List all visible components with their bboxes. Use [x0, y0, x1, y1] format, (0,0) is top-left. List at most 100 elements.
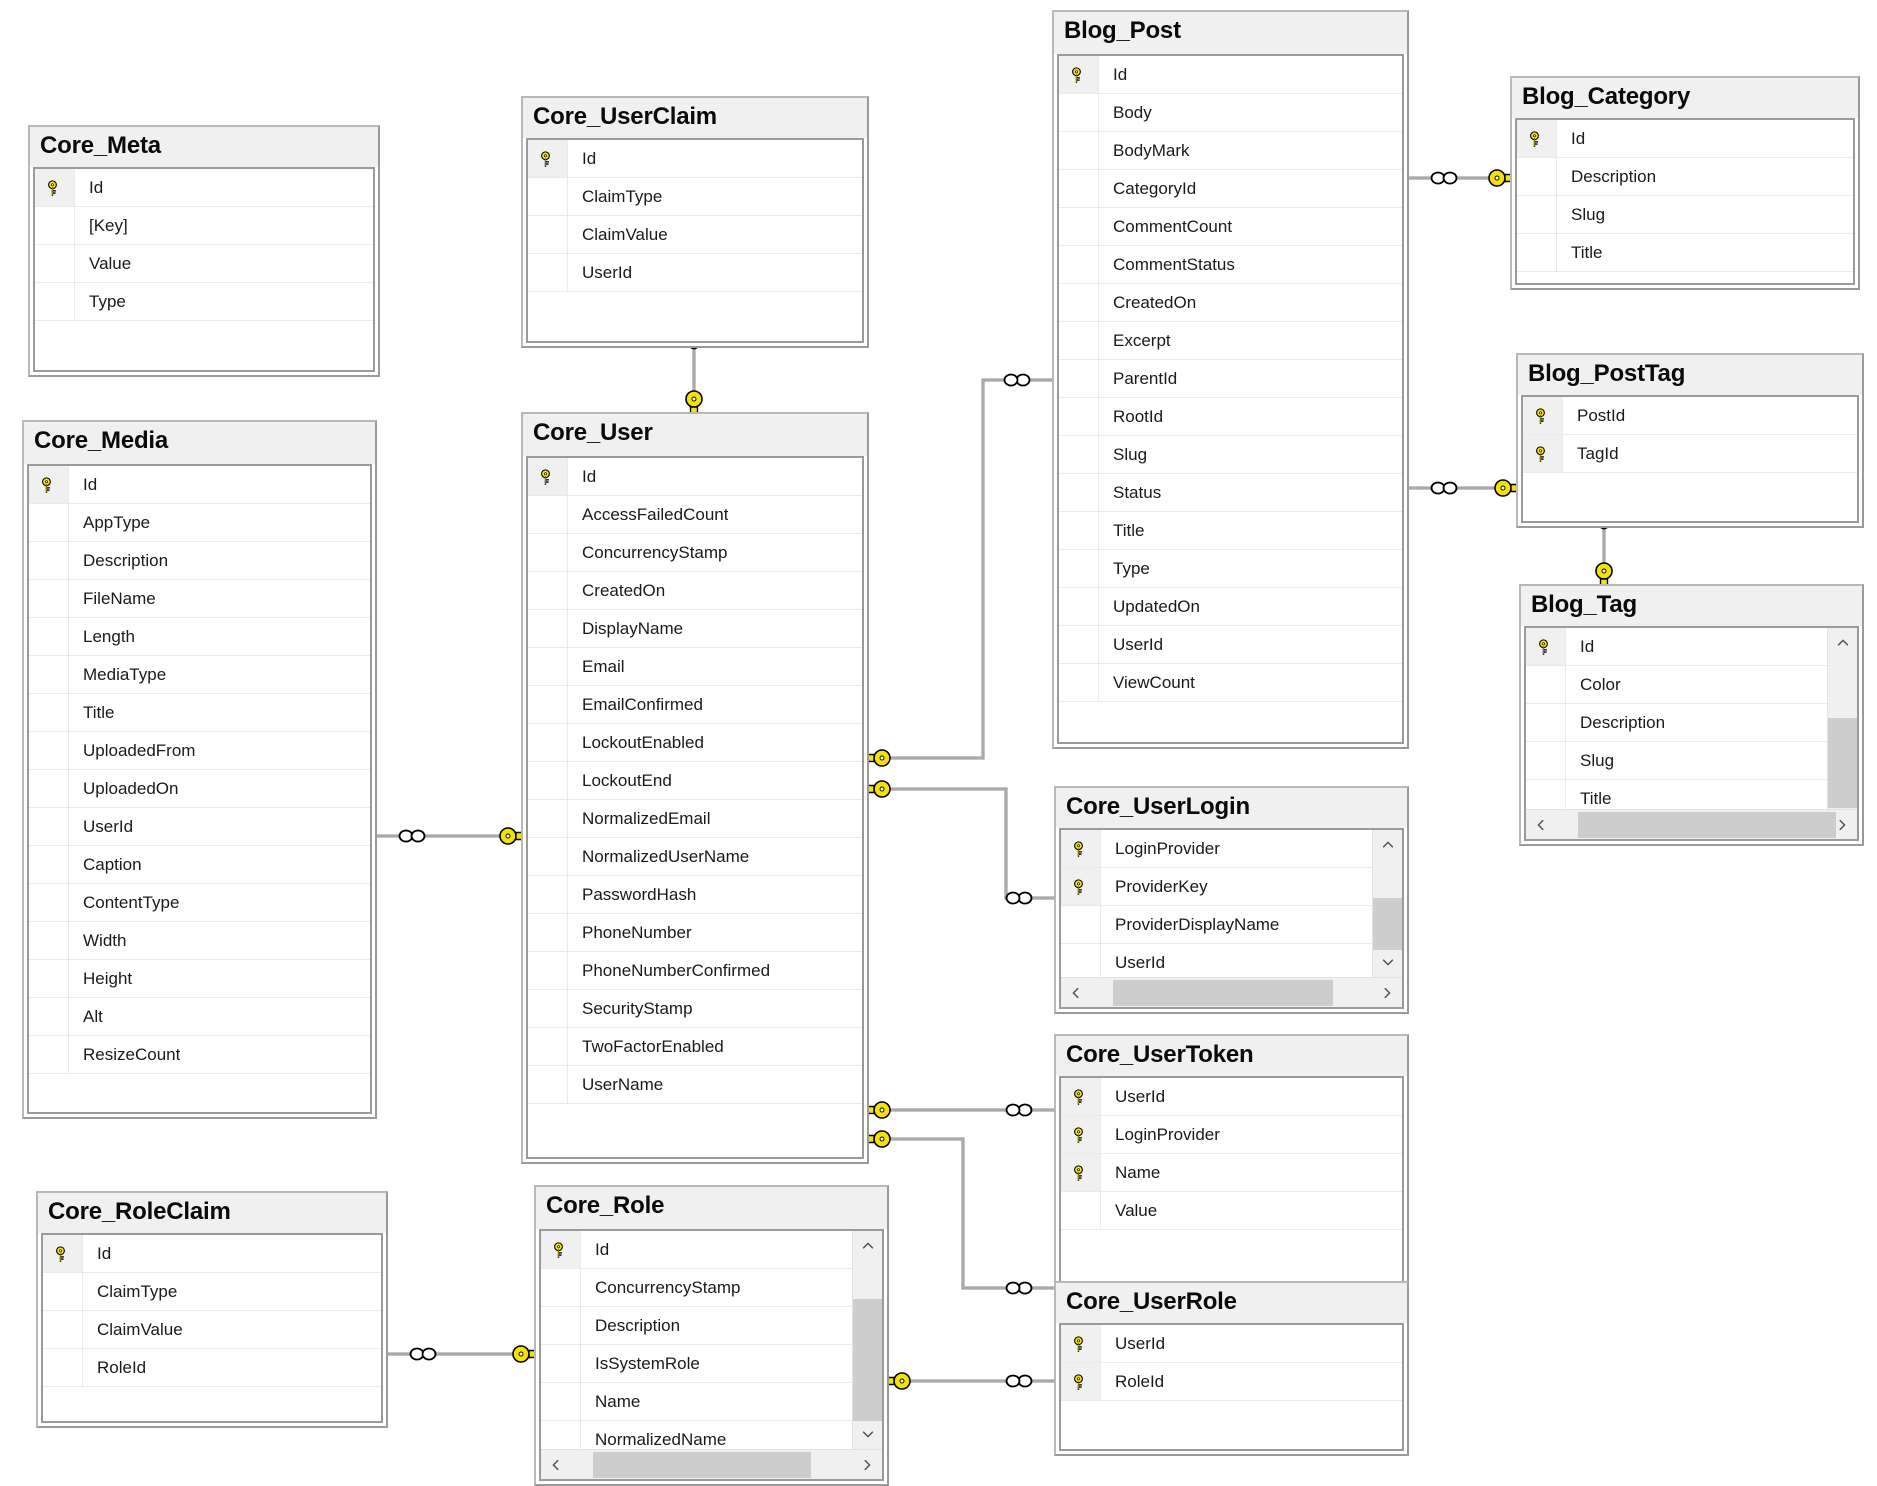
field-row[interactable]: Id	[528, 140, 862, 178]
field-row[interactable]: ProviderKey	[1061, 868, 1372, 906]
field-row[interactable]: UserId	[29, 808, 370, 846]
field-row[interactable]: UpdatedOn	[1059, 588, 1402, 626]
field-row[interactable]: Caption	[29, 846, 370, 884]
chevron-up-icon[interactable]	[861, 1239, 875, 1253]
field-row[interactable]: SecurityStamp	[528, 990, 862, 1028]
horizontal-scroll-track[interactable]	[571, 1450, 852, 1480]
field-row[interactable]: MediaType	[29, 656, 370, 694]
field-row[interactable]: ConcurrencyStamp	[541, 1269, 852, 1307]
field-row[interactable]: Length	[29, 618, 370, 656]
chevron-up-icon[interactable]	[1836, 636, 1850, 650]
field-row[interactable]: PasswordHash	[528, 876, 862, 914]
vertical-scrollbar[interactable]	[1827, 628, 1857, 809]
field-row[interactable]: UploadedFrom	[29, 732, 370, 770]
horizontal-scrollbar[interactable]	[1061, 977, 1402, 1007]
field-row[interactable]: Description	[1517, 158, 1853, 196]
horizontal-scroll-track[interactable]	[1556, 810, 1836, 840]
field-row[interactable]: Title	[1059, 512, 1402, 550]
field-row[interactable]: EmailConfirmed	[528, 686, 862, 724]
field-row[interactable]: [Key]	[35, 207, 373, 245]
vertical-scroll-thumb[interactable]	[852, 1299, 882, 1421]
field-row[interactable]: Description	[1526, 704, 1827, 742]
scroll-left-button[interactable]	[541, 1450, 571, 1480]
field-row[interactable]: ViewCount	[1059, 664, 1402, 702]
field-row[interactable]: ClaimType	[43, 1273, 381, 1311]
scroll-left-button[interactable]	[1061, 978, 1091, 1008]
horizontal-scroll-thumb[interactable]	[593, 1451, 811, 1478]
field-row[interactable]: Status	[1059, 474, 1402, 512]
scroll-down-button[interactable]	[853, 1419, 883, 1449]
field-row[interactable]: NormalizedUserName	[528, 838, 862, 876]
field-row[interactable]: Name	[541, 1383, 852, 1421]
vertical-scroll-track[interactable]	[1372, 860, 1402, 950]
field-row[interactable]: TagId	[1523, 435, 1857, 473]
field-row[interactable]: Title	[29, 694, 370, 732]
chevron-down-icon[interactable]	[861, 1427, 875, 1441]
field-row[interactable]: Id	[1517, 120, 1853, 158]
horizontal-scroll-thumb[interactable]	[1113, 979, 1333, 1006]
field-row[interactable]: Id	[1059, 56, 1402, 94]
field-row[interactable]: Email	[528, 648, 862, 686]
field-row[interactable]: ContentType	[29, 884, 370, 922]
field-row[interactable]: UserName	[528, 1066, 862, 1104]
scroll-down-button[interactable]	[1373, 947, 1403, 977]
field-row[interactable]: ConcurrencyStamp	[528, 534, 862, 572]
field-row[interactable]: ClaimType	[528, 178, 862, 216]
field-row[interactable]: Type	[1059, 550, 1402, 588]
chevron-right-icon[interactable]	[1380, 986, 1394, 1000]
scroll-right-button[interactable]	[1372, 978, 1402, 1008]
field-row[interactable]: UserId	[528, 254, 862, 292]
field-row[interactable]: UserId	[1061, 1325, 1402, 1363]
field-row[interactable]: DisplayName	[528, 610, 862, 648]
scroll-right-button[interactable]	[1827, 810, 1857, 840]
vertical-scrollbar[interactable]	[852, 1231, 882, 1449]
field-row[interactable]: Slug	[1517, 196, 1853, 234]
field-row[interactable]: LoginProvider	[1061, 830, 1372, 868]
field-row[interactable]: ProviderDisplayName	[1061, 906, 1372, 944]
field-row[interactable]: ParentId	[1059, 360, 1402, 398]
field-row[interactable]: LoginProvider	[1061, 1116, 1402, 1154]
vertical-scroll-track[interactable]	[1827, 658, 1857, 808]
field-row[interactable]: IsSystemRole	[541, 1345, 852, 1383]
field-row[interactable]: UserId	[1059, 626, 1402, 664]
field-row[interactable]: Value	[35, 245, 373, 283]
field-row[interactable]: RoleId	[1061, 1363, 1402, 1401]
horizontal-scrollbar[interactable]	[1526, 809, 1857, 839]
chevron-down-icon[interactable]	[1381, 955, 1395, 969]
horizontal-scroll-track[interactable]	[1091, 978, 1372, 1008]
field-row[interactable]: Description	[29, 542, 370, 580]
vertical-scroll-track[interactable]	[852, 1261, 882, 1421]
field-row[interactable]: PhoneNumber	[528, 914, 862, 952]
field-row[interactable]: Id	[1526, 628, 1827, 666]
field-row[interactable]: ClaimValue	[43, 1311, 381, 1349]
chevron-right-icon[interactable]	[1835, 818, 1849, 832]
field-row[interactable]: BodyMark	[1059, 132, 1402, 170]
chevron-right-icon[interactable]	[860, 1458, 874, 1472]
scroll-up-button[interactable]	[1828, 628, 1858, 658]
field-row[interactable]: Height	[29, 960, 370, 998]
field-row[interactable]: Type	[35, 283, 373, 321]
field-row[interactable]: Slug	[1059, 436, 1402, 474]
vertical-scroll-thumb[interactable]	[1372, 898, 1402, 950]
field-row[interactable]: CategoryId	[1059, 170, 1402, 208]
field-row[interactable]: TwoFactorEnabled	[528, 1028, 862, 1066]
scroll-left-button[interactable]	[1526, 810, 1556, 840]
field-row[interactable]: AccessFailedCount	[528, 496, 862, 534]
field-row[interactable]: Value	[1061, 1192, 1402, 1230]
horizontal-scrollbar[interactable]	[541, 1449, 882, 1479]
